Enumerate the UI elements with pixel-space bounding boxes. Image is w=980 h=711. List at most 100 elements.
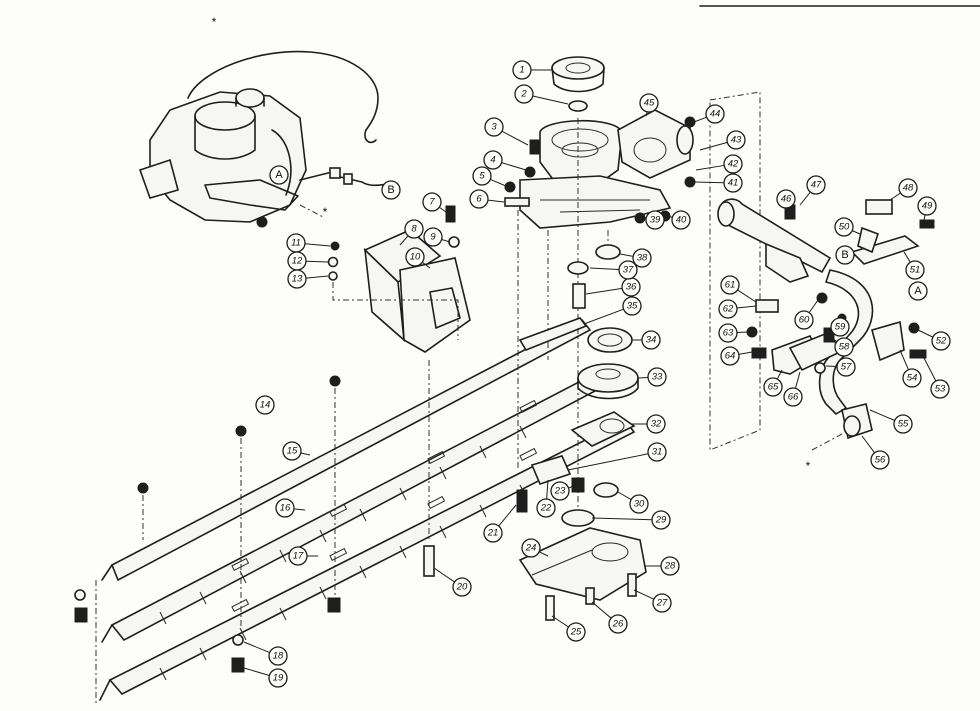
callout-circle xyxy=(834,217,854,237)
callout-leader xyxy=(568,485,575,489)
callout-30: 30 xyxy=(617,491,649,514)
callout-54: 54 xyxy=(899,349,922,388)
callout-circle xyxy=(794,310,814,330)
washer-2 xyxy=(568,100,588,112)
bolt-20 xyxy=(423,545,435,577)
asterisk-mark: * xyxy=(323,205,328,219)
callout-leader xyxy=(799,191,811,206)
callout-leader xyxy=(551,615,569,628)
washer-9 xyxy=(448,236,460,248)
callout-31: 31 xyxy=(567,442,667,471)
callout-leader xyxy=(776,369,783,380)
callout-2: 2 xyxy=(514,84,569,105)
callout-number: 24 xyxy=(525,543,537,554)
spacer-23 xyxy=(571,477,585,493)
callout-circle xyxy=(275,498,295,518)
callout-number: 26 xyxy=(612,619,624,630)
callout-leader xyxy=(487,199,505,203)
callout-circle xyxy=(870,450,890,470)
callout-leader xyxy=(589,267,620,271)
callout-circle xyxy=(405,247,425,267)
callout-66: 66 xyxy=(783,371,803,407)
callout-leader xyxy=(243,667,270,676)
callout-leader xyxy=(617,491,632,500)
callout-18: 18 xyxy=(243,641,288,666)
callout-59: 59 xyxy=(830,317,850,337)
callout-leader xyxy=(583,308,624,325)
callout-leader xyxy=(693,116,707,123)
screw-49 xyxy=(919,219,935,229)
callout-circle xyxy=(422,192,442,212)
callout-39: 39 xyxy=(645,210,665,230)
shroud-assembly xyxy=(363,205,471,353)
nut-5 xyxy=(504,181,516,193)
callout-circle xyxy=(521,538,541,558)
callout-number: 9 xyxy=(430,232,436,243)
callout-circle xyxy=(641,330,661,350)
callout-circle xyxy=(718,299,738,319)
callout-leader xyxy=(567,453,649,471)
callout-number: 16 xyxy=(280,503,291,514)
screw-64 xyxy=(751,347,767,359)
callout-leader xyxy=(498,504,517,527)
callout-number: 37 xyxy=(623,265,634,276)
callout-number: 32 xyxy=(651,419,662,430)
nut-60 xyxy=(816,292,828,304)
connector-35 xyxy=(518,317,588,351)
callout-circle xyxy=(550,481,570,501)
callout-number: 3 xyxy=(491,122,497,133)
gearbox-assembly xyxy=(504,56,696,621)
callout-leader xyxy=(903,251,911,263)
callout-17: 17 xyxy=(288,546,318,566)
callout-circle xyxy=(917,196,937,216)
letter-circle xyxy=(269,165,289,185)
callout-circle xyxy=(651,510,671,530)
callout-circle xyxy=(671,210,691,230)
callout-leader xyxy=(591,601,612,619)
shaft-36 xyxy=(572,283,586,309)
callout-43: 43 xyxy=(699,130,746,151)
callout-7: 7 xyxy=(422,192,447,213)
callout-number: 38 xyxy=(637,253,648,264)
callout-41: 41 xyxy=(693,173,743,193)
callout-53: 53 xyxy=(923,357,950,399)
callout-circle xyxy=(720,346,740,366)
callout-circle xyxy=(647,367,667,387)
callout-12: 12 xyxy=(287,251,329,271)
callout-60: 60 xyxy=(794,299,819,330)
callout-37: 37 xyxy=(589,260,638,280)
callout-number: 10 xyxy=(410,252,421,263)
callout-15: 15 xyxy=(282,441,311,461)
callout-number: 44 xyxy=(710,109,721,120)
callout-number: 51 xyxy=(910,265,921,276)
callout-number: 47 xyxy=(811,180,822,191)
callout-63: 63 xyxy=(718,323,749,343)
throttle-bracket xyxy=(204,179,299,211)
engine-housing xyxy=(149,91,307,223)
callout-circle xyxy=(783,387,803,407)
callout-leader xyxy=(695,164,725,171)
callout-50: 50 xyxy=(834,217,861,237)
callout-leader xyxy=(825,365,838,368)
callout-number: 66 xyxy=(788,392,799,403)
callout-circle xyxy=(282,441,302,461)
callout-circle xyxy=(836,357,856,377)
callout-62: 62 xyxy=(718,299,757,319)
callout-40: 40 xyxy=(667,210,691,230)
callout-number: 30 xyxy=(634,499,645,510)
callout-number: 13 xyxy=(292,274,303,285)
bolt-25 xyxy=(545,595,555,621)
callout-11: 11 xyxy=(286,233,331,253)
callout-51: 51 xyxy=(903,251,925,280)
callout-number: 25 xyxy=(570,627,582,638)
callout-leader xyxy=(738,351,753,355)
callout-26: 26 xyxy=(591,601,628,634)
washer-4 xyxy=(524,166,536,178)
nut-63 xyxy=(746,326,758,338)
callout-number: 43 xyxy=(731,135,742,146)
callout-circle xyxy=(404,219,424,239)
callout-circle xyxy=(898,178,918,198)
clamp-51 xyxy=(850,235,920,265)
callout-circle xyxy=(268,668,288,688)
callout-number: 22 xyxy=(540,503,552,514)
